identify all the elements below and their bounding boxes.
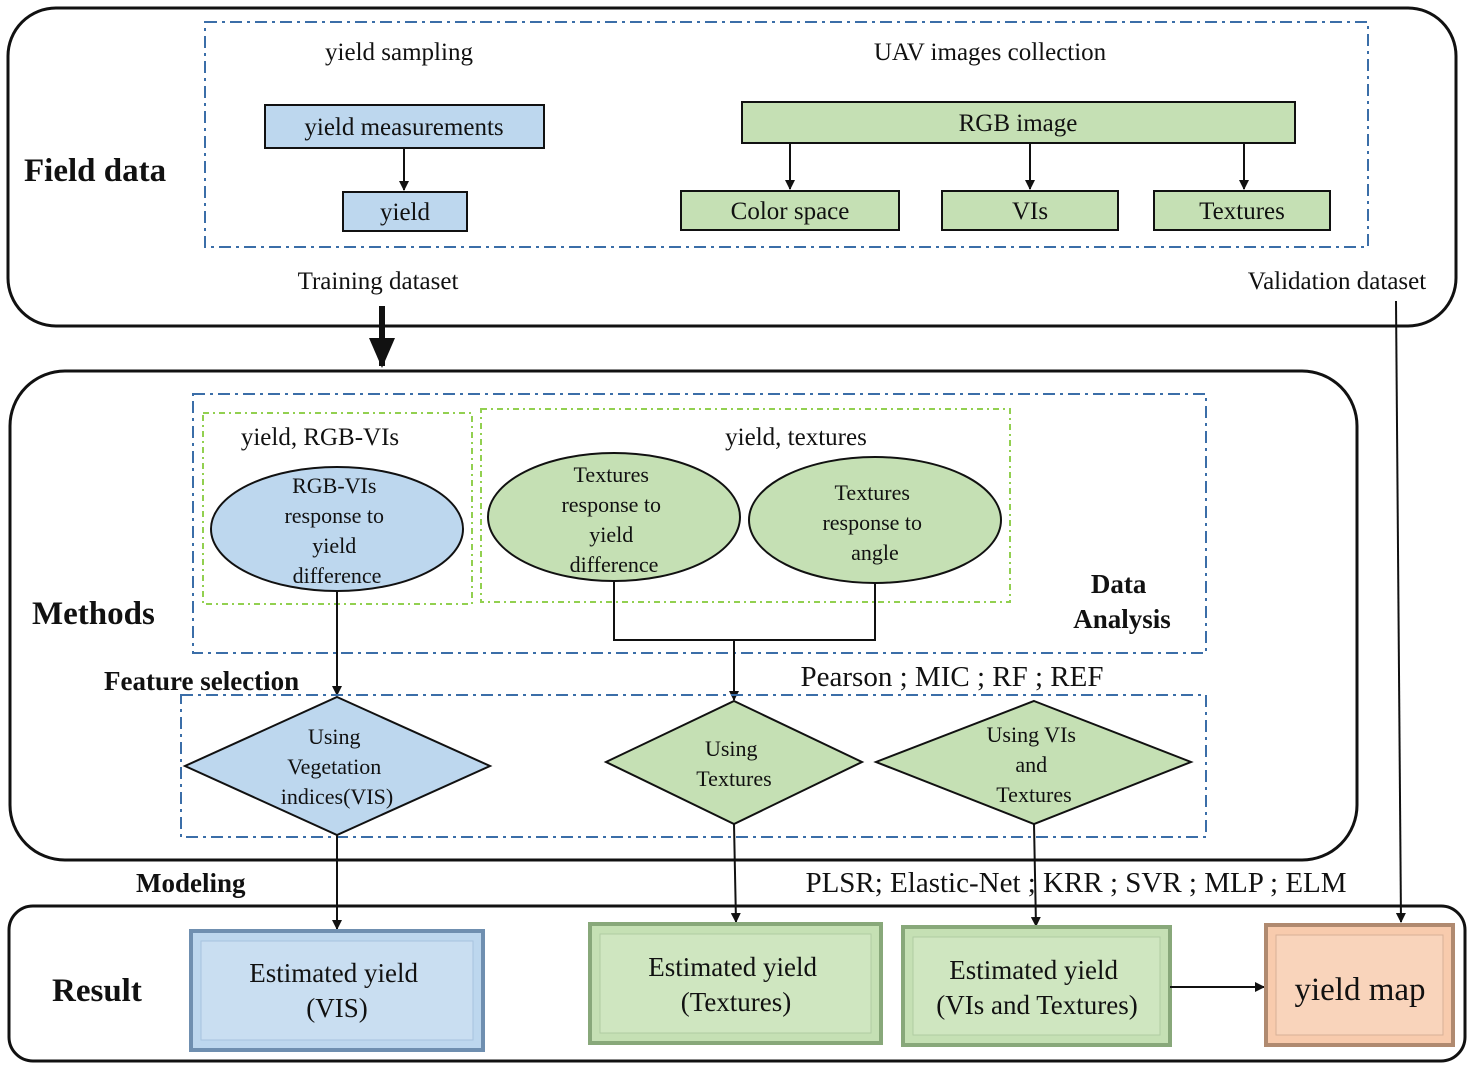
estimated-vis-inner [200, 940, 474, 1041]
field-data-panel [6, 6, 1458, 328]
vis-diamond-line-2: Vegetation [287, 754, 381, 779]
textures-diamond-text: Using Textures [696, 736, 771, 791]
vis-textures-diamond-line-3: Textures [996, 782, 1071, 807]
yield-measurements-label: yield measurements [304, 114, 503, 141]
estimated-textures-text: Estimated yield (Textures) [648, 952, 823, 1017]
vis-textures-diamond-text: Using VIs and Textures [987, 722, 1082, 807]
vis-diamond-line-3: indices(VIS) [281, 784, 393, 809]
textures-box [1153, 190, 1331, 231]
texture-yield-line-3: yield [589, 522, 633, 547]
textures-group-title: yield, textures [725, 424, 867, 451]
vis-response-line-1: RGB-VIs [292, 473, 376, 498]
texture-angle-line-3: angle [851, 540, 899, 565]
vis-response-line-4: difference [293, 563, 382, 588]
textures-group-dashed [480, 408, 1011, 603]
rgb-image-label: RGB image [959, 110, 1078, 137]
vis-label: VIs [1012, 198, 1048, 225]
vis-box [941, 190, 1119, 231]
selection-methods-label: Pearson ; MIC ; RF ; REF [801, 661, 1104, 693]
uav-collection-title: UAV images collection [874, 39, 1107, 66]
vis-diamond-text: Using Vegetation indices(VIS) [281, 724, 393, 809]
vis-response-line-2: response to [284, 503, 384, 528]
texture-angle-line-1: Textures [835, 480, 910, 505]
data-analysis-line-1: Data [1091, 569, 1147, 599]
data-analysis-line-2: Analysis [1073, 604, 1171, 634]
estimated-textures-line-1: Estimated yield [648, 952, 817, 982]
vis-diamond-line-1: Using [308, 724, 361, 749]
estimated-vis-line-2: (VIS) [306, 993, 368, 1023]
vis-textures-diamond-line-2: and [1015, 752, 1047, 777]
feature-selection-label: Feature selection [104, 666, 299, 696]
validation-flow-arrow [1395, 300, 1406, 923]
methods-label: Methods [32, 596, 155, 632]
yield-map-inner [1275, 934, 1444, 1036]
estimated-both-line-2: (VIs and Textures) [936, 990, 1138, 1020]
data-analysis-label: Data Analysis [1073, 569, 1171, 634]
texture-yield-text: Textures response to yield difference [561, 462, 666, 577]
textures-diamond-line-2: Textures [696, 766, 771, 791]
yield-label: yield [380, 199, 430, 226]
estimated-textures-inner [599, 933, 872, 1034]
color-space-box [680, 190, 900, 231]
estimated-both-line-1: Estimated yield [949, 955, 1118, 985]
methods-panel [8, 369, 1359, 862]
yield-map-label: yield map [1294, 972, 1425, 1008]
result-label: Result [52, 973, 142, 1009]
yield-sampling-title: yield sampling [325, 39, 473, 66]
rgb-image-box [741, 101, 1296, 144]
texture-yield-line-2: response to [561, 492, 661, 517]
estimated-vis-text: Estimated yield (VIS) [249, 958, 424, 1023]
vis-response-text: RGB-VIs response to yield difference [284, 473, 389, 588]
both-diamond-to-result [1030, 823, 1041, 927]
estimated-both-inner [912, 936, 1161, 1036]
feature-selection-dashed-region [180, 694, 1207, 838]
estimated-both-text: Estimated yield (VIs and Textures) [936, 955, 1138, 1020]
vis-group-title: yield, RGB-VIs [241, 424, 399, 451]
field-data-dashed-region [204, 21, 1369, 248]
field-data-label: Field data [24, 153, 166, 189]
vis-response-line-3: yield [312, 533, 356, 558]
vis-textures-diamond-line-1: Using VIs [987, 722, 1076, 747]
texture-ellipses-joiner [613, 581, 876, 641]
texture-angle-text: Textures response to angle [822, 480, 927, 565]
texture-yield-line-4: difference [570, 552, 659, 577]
models-list-label: PLSR; Elastic-Net ; KRR ; SVR ; MLP ; EL… [805, 867, 1346, 899]
textures-diamond [603, 699, 865, 826]
yield-box [342, 191, 468, 232]
estimated-textures-line-2: (Textures) [681, 987, 792, 1017]
texture-angle-line-2: response to [822, 510, 922, 535]
result-panel [7, 904, 1467, 1063]
texture-yield-line-1: Textures [574, 462, 649, 487]
color-space-label: Color space [731, 198, 850, 225]
modeling-label: Modeling [136, 868, 246, 898]
textures-diamond-line-1: Using [705, 736, 758, 761]
data-analysis-dashed-region [192, 393, 1207, 654]
estimated-vis-line-1: Estimated yield [249, 958, 418, 988]
training-dataset-label: Training dataset [298, 268, 459, 295]
validation-dataset-label: Validation dataset [1248, 268, 1426, 295]
textures-label: Textures [1199, 198, 1285, 225]
